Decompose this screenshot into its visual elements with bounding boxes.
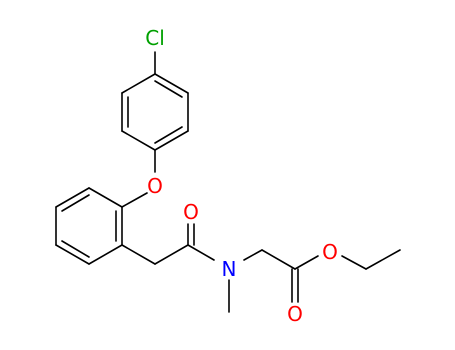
ring-double-bond <box>154 126 183 144</box>
ring-double-bond <box>61 240 90 258</box>
bond-carbonyl-n <box>187 244 215 261</box>
ester-carbonyl-oxygen-atom: O <box>287 302 303 326</box>
chlorophenyl-ring <box>121 51 189 151</box>
ring-bond <box>55 244 90 265</box>
ring-double-bond <box>154 80 183 98</box>
ring-bond <box>154 73 189 94</box>
ring-bond <box>55 187 90 208</box>
ring-bond <box>121 73 156 94</box>
bond-ch2-ester-c <box>261 249 296 270</box>
ring-bond <box>88 187 123 208</box>
bond-n-ch2 <box>243 249 263 261</box>
ring-bond <box>88 244 123 265</box>
ring-bond <box>121 130 156 151</box>
amide-oxygen-atom: O <box>183 200 199 224</box>
bond-ester-c-o <box>294 255 319 270</box>
bond-ether-o-ring <box>121 192 148 208</box>
ether-oxygen-atom: O <box>147 174 163 198</box>
bond-ethyl <box>365 249 401 270</box>
phenyl-ring <box>55 187 123 265</box>
chlorine-atom: Cl <box>145 26 165 50</box>
bond-ring-ch2 <box>121 244 156 265</box>
bond-ester-o-ch2 <box>341 255 367 270</box>
bond-ch2-carbonyl <box>154 244 189 265</box>
ester-ether-oxygen-atom: O <box>322 240 338 264</box>
ring-bond <box>154 130 189 151</box>
ring-double-bond <box>61 194 90 212</box>
amide-nitrogen-atom: N <box>222 257 237 281</box>
